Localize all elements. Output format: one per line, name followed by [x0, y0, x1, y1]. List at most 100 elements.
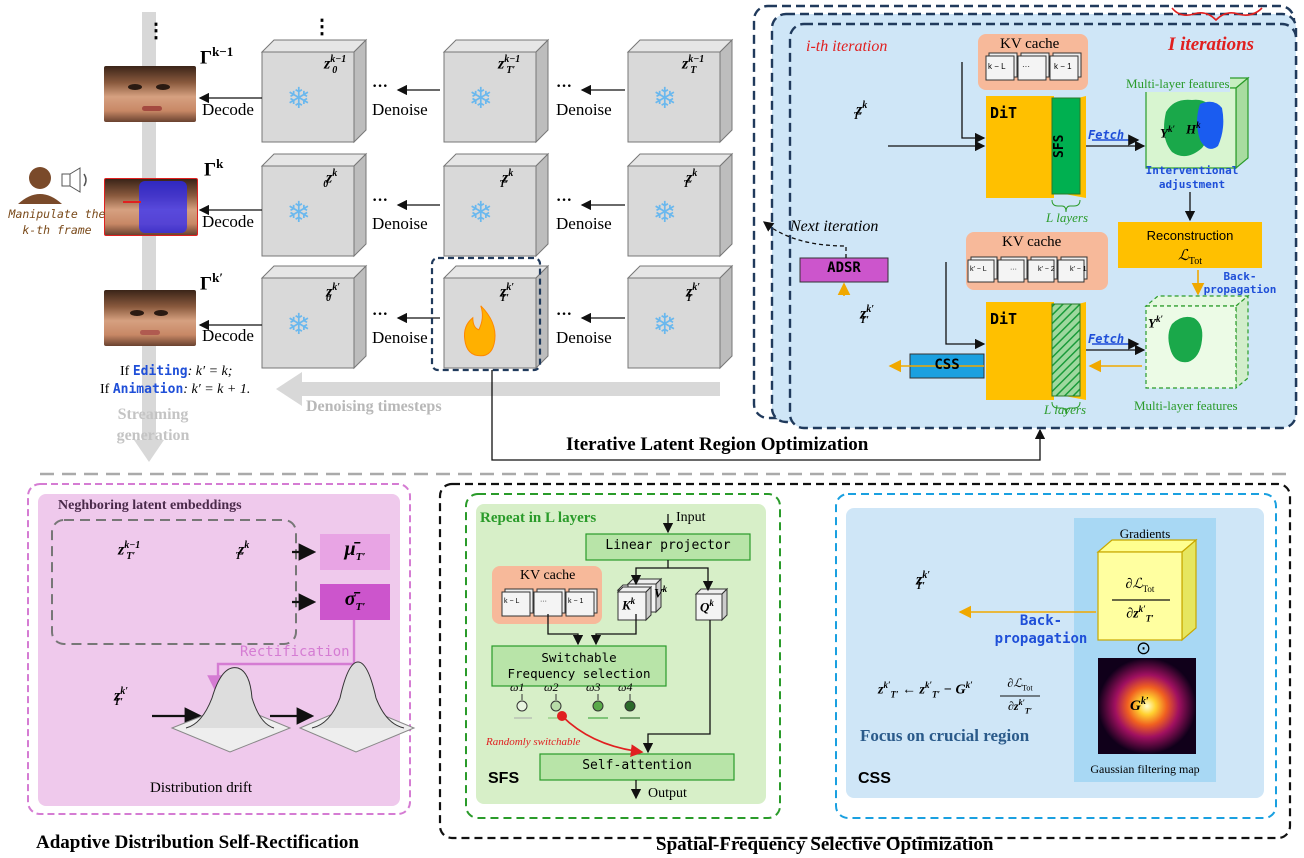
- query-label: Qk: [700, 598, 714, 615]
- y-label-bottom: Yk′: [1148, 314, 1163, 331]
- gradients-label: Gradients: [1119, 526, 1171, 541]
- fetch-label-bottom: Fetch: [1088, 332, 1125, 346]
- y-label-top: Yk′: [1160, 124, 1175, 141]
- snowflake-icon: ❄: [653, 195, 677, 229]
- mu-label: μ̄T′: [344, 538, 366, 563]
- omega-2: ω2: [544, 680, 559, 694]
- adsr-z-label-3: zk′T′: [114, 686, 129, 708]
- ilro-z-label-top: zkT′: [853, 100, 868, 122]
- omega-1: ω1: [510, 680, 525, 694]
- user-speaking-icon: [12, 164, 92, 204]
- dots-1a: ···: [372, 78, 389, 95]
- distribution-drift-label: Distribution drift: [150, 780, 253, 796]
- h-label: Hk: [1186, 120, 1201, 137]
- ilro-title: Iterative Latent Region Optimization: [566, 434, 869, 455]
- denoise-3b: Denoise: [556, 328, 612, 347]
- reconstruction-label: Reconstruction: [1146, 228, 1234, 243]
- latent-zT-prime-cube-0: ❄: [442, 38, 550, 144]
- gaussian-label: Gaussian filtering map: [1090, 762, 1200, 776]
- snowflake-icon: ❄: [469, 195, 493, 229]
- denoise-1b: Denoise: [556, 100, 612, 119]
- multi-layer-label-bottom: Multi-layer features: [1134, 398, 1238, 413]
- kv-cache-cell: [1027, 259, 1055, 283]
- kv-cache-cell: [1057, 259, 1085, 283]
- adsr-z-label-1: zk−1T′: [118, 540, 141, 562]
- editing-rule: If Editing: k′ = k;: [120, 364, 233, 379]
- kv-cache-cell: [1049, 55, 1079, 81]
- css-tag: CSS: [858, 770, 891, 787]
- g-map-label: Gk′: [1130, 696, 1149, 714]
- focus-label: Focus on crucial region: [860, 726, 1030, 745]
- sigma-label: σ̄T′: [344, 588, 366, 613]
- kv-top-cell-1: k − L: [988, 62, 1006, 71]
- latent-zT-prime-cube-1: ❄: [442, 152, 550, 258]
- z0-label-2: zk0: [323, 168, 338, 190]
- frame-image-k-minus-1: [104, 66, 196, 122]
- sfs-label-vertical: SFS: [1052, 134, 1067, 158]
- kv-bot-cell-1: k′ − L: [970, 266, 987, 273]
- neighbors-label: Neghboring latent embeddings: [58, 498, 242, 513]
- frame-image-k: [104, 178, 198, 236]
- streaming-generation-label: Streaming generation: [116, 406, 190, 444]
- ilro-z-label-bottom: zk′T′: [860, 304, 875, 326]
- dots-1b: ···: [556, 78, 573, 95]
- zT-label-3: zk′T: [686, 282, 701, 304]
- decode-label-2: Decode: [202, 212, 254, 231]
- frame-image-k-prime: [104, 290, 196, 346]
- i-th-iteration-label: i-th iteration: [806, 38, 888, 55]
- kv-cache-cell: [985, 55, 1015, 81]
- fetch-label-top: Fetch: [1088, 128, 1125, 142]
- kv-top-cell-2: ···: [1022, 62, 1030, 71]
- grad-denominator: ∂zk′T′: [1126, 604, 1154, 624]
- adsr-button: ADSR: [827, 260, 861, 276]
- rectification-label: Rectification: [240, 644, 350, 660]
- kv-sfs-cell-2: ···: [540, 598, 547, 605]
- adsr-title: Adaptive Distribution Self-Rectification: [36, 832, 359, 853]
- repeat-label: Repeat in L layers: [480, 510, 597, 526]
- kv-cache-label-top: KV cache: [1000, 36, 1060, 52]
- animation-rule: If Animation: k′ = k + 1.: [100, 382, 251, 397]
- kv-cache-cell: [565, 591, 595, 617]
- zTp-label-2: zkT′: [499, 168, 514, 190]
- kv-bot-cell-3: k′ − 2: [1038, 266, 1055, 273]
- denoising-timesteps-label: Denoising timesteps: [306, 398, 442, 415]
- next-iteration-label: Next iteration: [790, 218, 879, 235]
- kv-cache-cell: [967, 259, 995, 283]
- css-eq-den: ∂zk′T′: [1008, 698, 1032, 716]
- linear-projector-label: Linear projector: [605, 538, 731, 553]
- denoise-3a: Denoise: [372, 328, 428, 347]
- z0-label-3: zk′0: [326, 282, 341, 304]
- snowflake-icon: ❄: [287, 195, 311, 229]
- freq-selection-label: Frequency selection: [507, 666, 651, 681]
- fire-icon: [463, 305, 496, 357]
- l-layers-top: L layers: [1046, 210, 1089, 225]
- vdots-left: ⋮: [146, 20, 166, 42]
- gamma-label-1: Γk−1: [200, 44, 234, 69]
- dots-2a: ···: [372, 192, 389, 209]
- loss-label: ℒTot: [1177, 248, 1202, 267]
- kv-cache-label-bottom: KV cache: [1002, 234, 1062, 250]
- latent-zT-cube-1: ❄: [626, 152, 734, 258]
- kv-sfs-cell-3: k − 1: [568, 598, 584, 605]
- backprop-label-css: Back-propagation: [994, 613, 1088, 647]
- latent-z0-cube-1: ❄: [260, 152, 368, 258]
- value-label: Vk: [654, 584, 668, 601]
- backprop-label-ilro: Back-propagation: [1203, 270, 1277, 296]
- self-attention-label: Self-attention: [582, 758, 692, 773]
- zTp-label-3: zk′T′: [500, 282, 515, 304]
- switchable-label: Switchable: [541, 650, 617, 665]
- gamma-label-3: Γk′: [200, 270, 223, 295]
- snowflake-icon: ❄: [469, 81, 493, 115]
- input-label: Input: [676, 510, 706, 525]
- output-label: Output: [648, 786, 687, 801]
- denoise-1a: Denoise: [372, 100, 428, 119]
- denoise-2b: Denoise: [556, 214, 612, 233]
- zT-label-1: zk−1T: [682, 54, 705, 76]
- dots-3a: ···: [372, 306, 389, 323]
- dots-3b: ···: [556, 306, 573, 323]
- kv-sfs-cell-1: k − L: [504, 598, 520, 605]
- key-cube-front: [616, 585, 653, 622]
- snowflake-icon: ❄: [287, 307, 311, 341]
- snowflake-icon: ❄: [653, 81, 677, 115]
- css-update-equation: zk′T′ ← zk′T′ − Gk′: [878, 680, 973, 700]
